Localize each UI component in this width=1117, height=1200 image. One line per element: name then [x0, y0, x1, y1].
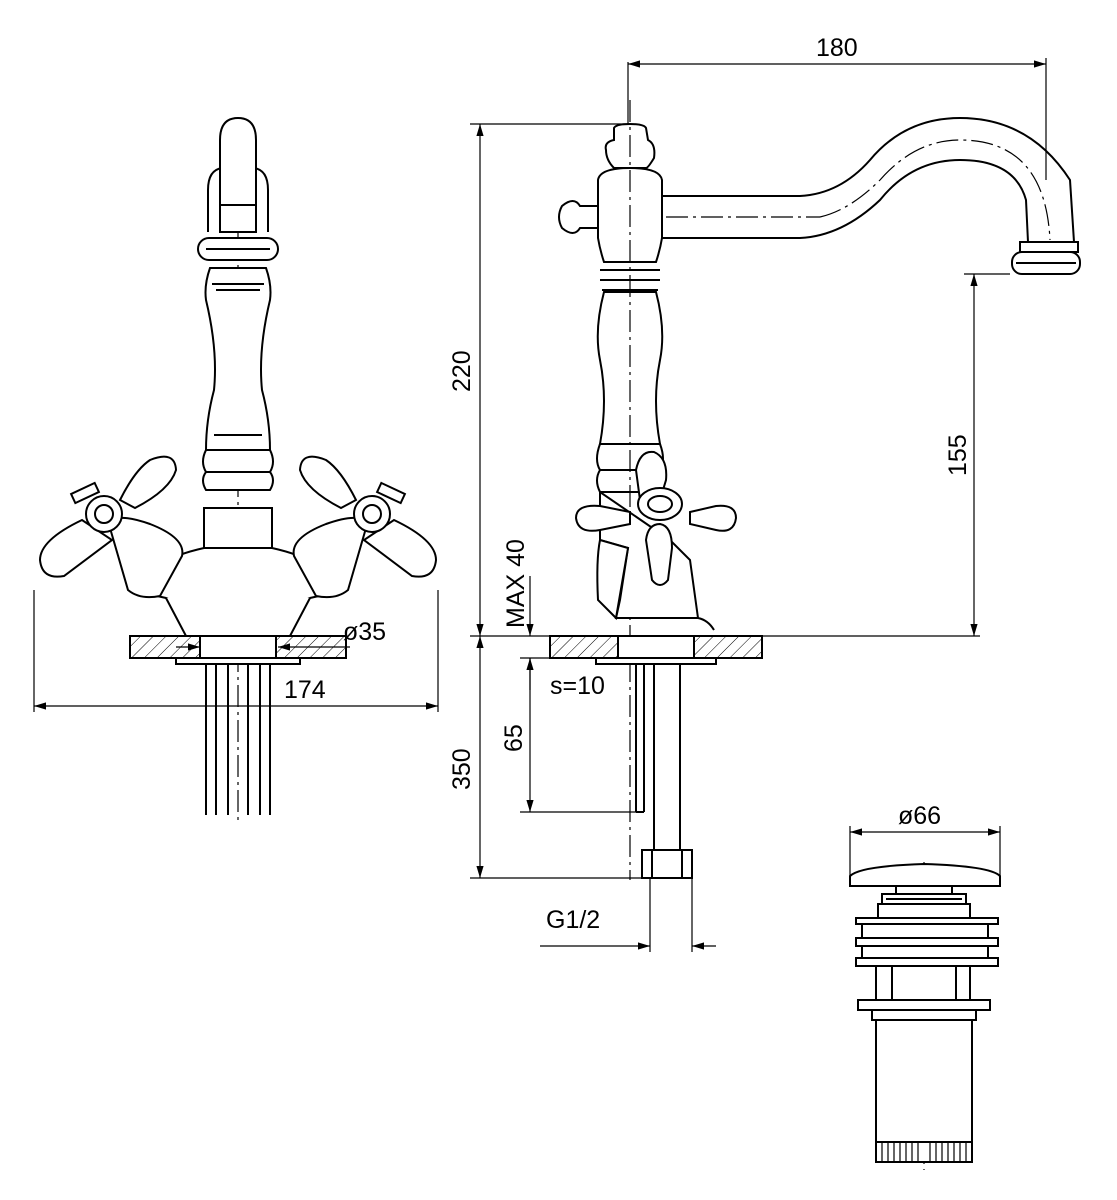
- dim-side-deck-thickness: s=10: [550, 672, 605, 700]
- dim-side-hose-length: 350: [448, 748, 476, 790]
- dim-side-connection-thread: G1/2: [546, 906, 600, 934]
- dim-side-spout-reach: 180: [816, 34, 858, 62]
- dim-drain-cap-diameter: ø66: [898, 802, 941, 830]
- front-view: ø35 174: [33, 116, 439, 820]
- dim-front-width: 174: [284, 676, 326, 704]
- dim-side-overall-height: 220: [448, 350, 476, 392]
- side-view: 180 220 155 MAX 40 s=10 65 350 G1/2: [448, 34, 1081, 952]
- dim-side-outlet-height: 155: [944, 434, 972, 476]
- side-cross-handle: [574, 450, 738, 631]
- side-tail: [635, 664, 693, 879]
- front-top-lever: [207, 116, 269, 233]
- front-left-handle: [38, 455, 184, 599]
- side-column: [558, 100, 664, 880]
- dim-side-tail-length: 65: [500, 724, 528, 752]
- drain-body: [875, 1019, 973, 1163]
- front-right-handle: [292, 455, 438, 599]
- dim-side-max-deck: MAX 40: [502, 539, 530, 628]
- drain-thread: [876, 1141, 972, 1162]
- front-column: [204, 267, 272, 451]
- dim-front-hole-diameter: ø35: [343, 618, 386, 646]
- drain-view: ø66: [849, 802, 1001, 1170]
- drain-cap: [849, 862, 1001, 887]
- side-spout: [596, 116, 1081, 275]
- front-hoses: [205, 664, 271, 815]
